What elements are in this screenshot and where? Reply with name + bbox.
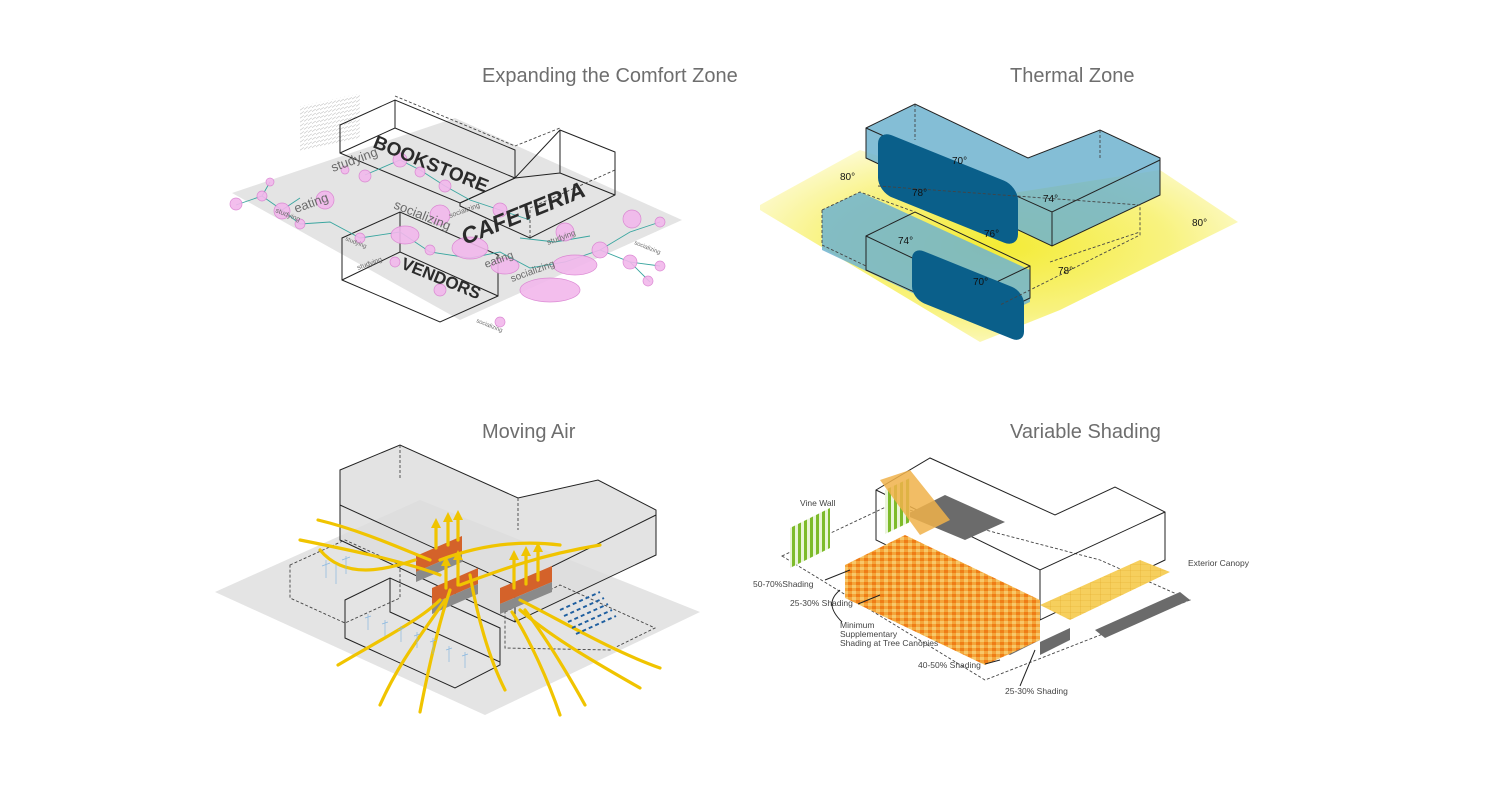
temp-label: 74°: [1043, 194, 1058, 205]
temp-label: 78°: [912, 188, 927, 199]
label-shading-3: 40-50% Shading: [918, 660, 981, 670]
label-vine-wall: Vine Wall: [800, 498, 836, 508]
panel-moving-air: Moving Air: [215, 421, 700, 717]
stair-hatch: [300, 93, 360, 152]
air-lower-volumes: [289, 539, 657, 689]
temp-label: 80°: [840, 172, 855, 183]
temp-label: 80°: [1192, 218, 1207, 229]
thermal-site-outline: [877, 185, 1141, 306]
orange-shading-top: [880, 470, 950, 535]
label-shading-4: 25-30% Shading: [1005, 686, 1068, 696]
temp-label: 70°: [952, 156, 967, 167]
orange-shading-skin: [845, 535, 1040, 665]
cool-zone-upper: [878, 134, 1018, 244]
label-exterior-canopy: Exterior Canopy: [1188, 558, 1250, 568]
cafeteria-volume: [459, 129, 616, 239]
vendors-volume: [341, 211, 499, 323]
leader-lines: [824, 569, 1036, 687]
panel-comfort-zone: Expanding the Comfort Zone: [229, 65, 738, 334]
panel-thermal-zone: Thermal Zone 70° 74° 80° 78° 76° 80° 74°…: [760, 65, 1238, 342]
air-ground: [215, 500, 700, 715]
bookstore-volume: [339, 95, 561, 204]
exterior-canopy: [1040, 560, 1170, 620]
label-min-3: Shading at Tree Canopies: [840, 638, 938, 648]
panel-title-shading: Variable Shading: [1010, 421, 1161, 443]
panel-variable-shading: Variable Shading Vine Wall Exterior Cano…: [753, 421, 1250, 696]
temp-label: 78°: [1058, 266, 1073, 277]
panel-title-comfort: Expanding the Comfort Zone: [482, 65, 738, 87]
vine-wall: [790, 508, 830, 568]
label-min-1: Minimum: [840, 620, 874, 630]
cool-zone-lower: [912, 250, 1024, 340]
activity-label: socializing: [633, 240, 661, 256]
temp-label: 74°: [898, 236, 913, 247]
activity-bubbles: [229, 152, 666, 328]
temp-label: 70°: [973, 277, 988, 288]
temp-label: 76°: [984, 229, 999, 240]
ceiling-fans: [321, 556, 617, 668]
label-min-2: Supplementary: [840, 629, 898, 639]
air-flow-arrows: [298, 510, 662, 717]
panel-title-air: Moving Air: [482, 421, 576, 443]
label-shading-1: 50-70%Shading: [753, 579, 814, 589]
label-shading-2: 25-30% Shading: [790, 598, 853, 608]
panel-title-thermal: Thermal Zone: [1010, 65, 1135, 87]
